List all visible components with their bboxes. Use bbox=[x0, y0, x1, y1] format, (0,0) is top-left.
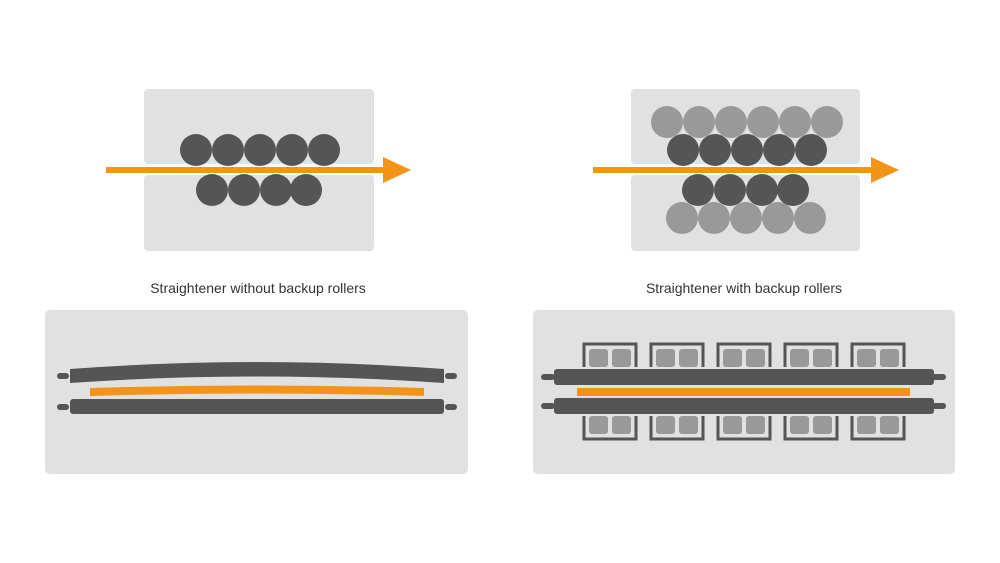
roller-shaft-end bbox=[932, 374, 946, 380]
lower-roller bbox=[541, 398, 946, 414]
backup-roller bbox=[747, 106, 779, 138]
front-view-with-backup bbox=[593, 89, 899, 251]
backup-roller bbox=[857, 416, 876, 434]
backup-roller bbox=[679, 416, 698, 434]
backup-roller bbox=[666, 202, 698, 234]
caption-with-backup-rollers: Straightener with backup rollers bbox=[645, 280, 843, 296]
work-roller bbox=[795, 134, 827, 166]
roller-shaft-end bbox=[932, 403, 946, 409]
upper-roller-bent bbox=[57, 362, 457, 383]
roller-shaft-end bbox=[541, 403, 555, 409]
backup-roller bbox=[880, 349, 899, 367]
roller-shaft-end bbox=[445, 404, 457, 410]
backup-roller bbox=[746, 349, 765, 367]
backup-roller bbox=[813, 349, 832, 367]
work-roller bbox=[667, 134, 699, 166]
backup-roller bbox=[715, 106, 747, 138]
backup-roller bbox=[651, 106, 683, 138]
backup-roller bbox=[811, 106, 843, 138]
roller-shaft-end bbox=[57, 404, 69, 410]
upper-work-rollers bbox=[180, 134, 340, 166]
upper-backup-rollers bbox=[651, 106, 843, 138]
backup-roller bbox=[679, 349, 698, 367]
work-roller bbox=[244, 134, 276, 166]
backup-cassette-upper bbox=[582, 342, 638, 367]
backup-cassette-lower bbox=[649, 416, 705, 441]
backup-roller bbox=[730, 202, 762, 234]
work-roller bbox=[777, 174, 809, 206]
backup-roller bbox=[612, 349, 631, 367]
backup-roller bbox=[589, 416, 608, 434]
backup-cassette-lower bbox=[716, 416, 772, 441]
backup-cassette-upper bbox=[716, 342, 772, 367]
backup-cassette-lower bbox=[783, 416, 839, 441]
lower-roller-body bbox=[70, 399, 444, 414]
upper-roller-straight bbox=[541, 369, 946, 385]
backup-roller bbox=[857, 349, 876, 367]
material-flow-arrow bbox=[593, 157, 899, 183]
backup-roller bbox=[813, 416, 832, 434]
front-view-without-backup bbox=[106, 89, 411, 251]
lower-backup-rollers bbox=[666, 202, 826, 234]
backup-roller bbox=[880, 416, 899, 434]
work-roller bbox=[682, 174, 714, 206]
lower-roller-body bbox=[554, 398, 934, 414]
work-roller bbox=[276, 134, 308, 166]
work-roller bbox=[308, 134, 340, 166]
backup-roller bbox=[656, 416, 675, 434]
work-roller bbox=[746, 174, 778, 206]
upper-work-rollers bbox=[667, 134, 827, 166]
roller-shaft-end bbox=[445, 373, 457, 379]
work-roller bbox=[196, 174, 228, 206]
backup-cassette-upper bbox=[783, 342, 839, 367]
work-roller bbox=[714, 174, 746, 206]
backup-roller bbox=[762, 202, 794, 234]
work-roller bbox=[699, 134, 731, 166]
side-view-with-backup bbox=[533, 310, 955, 474]
work-roller bbox=[290, 174, 322, 206]
side-view-without-backup bbox=[45, 310, 468, 474]
backup-roller bbox=[746, 416, 765, 434]
material-strip bbox=[577, 388, 910, 396]
backup-roller bbox=[589, 349, 608, 367]
material-flow-arrow bbox=[106, 157, 411, 183]
backup-roller bbox=[794, 202, 826, 234]
backup-cassette-upper bbox=[649, 342, 705, 367]
work-roller bbox=[731, 134, 763, 166]
backup-roller bbox=[683, 106, 715, 138]
caption-without-backup-rollers: Straightener without backup rollers bbox=[150, 280, 366, 296]
material-strip bbox=[90, 385, 424, 396]
lower-work-rollers bbox=[196, 174, 322, 206]
backup-roller bbox=[723, 416, 742, 434]
roller-shaft-end bbox=[57, 373, 69, 379]
roller-shaft-end bbox=[541, 374, 555, 380]
work-roller bbox=[228, 174, 260, 206]
backup-roller bbox=[790, 416, 809, 434]
lower-work-rollers bbox=[682, 174, 809, 206]
backup-roller bbox=[656, 349, 675, 367]
backup-cassette-lower bbox=[850, 416, 906, 441]
backup-roller bbox=[723, 349, 742, 367]
work-roller bbox=[260, 174, 292, 206]
work-roller bbox=[763, 134, 795, 166]
upper-roller-body bbox=[70, 362, 444, 383]
backup-cassette-lower bbox=[582, 416, 638, 441]
work-roller bbox=[180, 134, 212, 166]
backup-roller bbox=[612, 416, 631, 434]
backup-cassette-upper bbox=[850, 342, 906, 367]
lower-roller bbox=[57, 399, 457, 414]
backup-cassettes bbox=[582, 342, 906, 441]
work-roller bbox=[212, 134, 244, 166]
backup-roller bbox=[779, 106, 811, 138]
upper-roller-body bbox=[554, 369, 934, 385]
backup-roller bbox=[698, 202, 730, 234]
backup-roller bbox=[790, 349, 809, 367]
